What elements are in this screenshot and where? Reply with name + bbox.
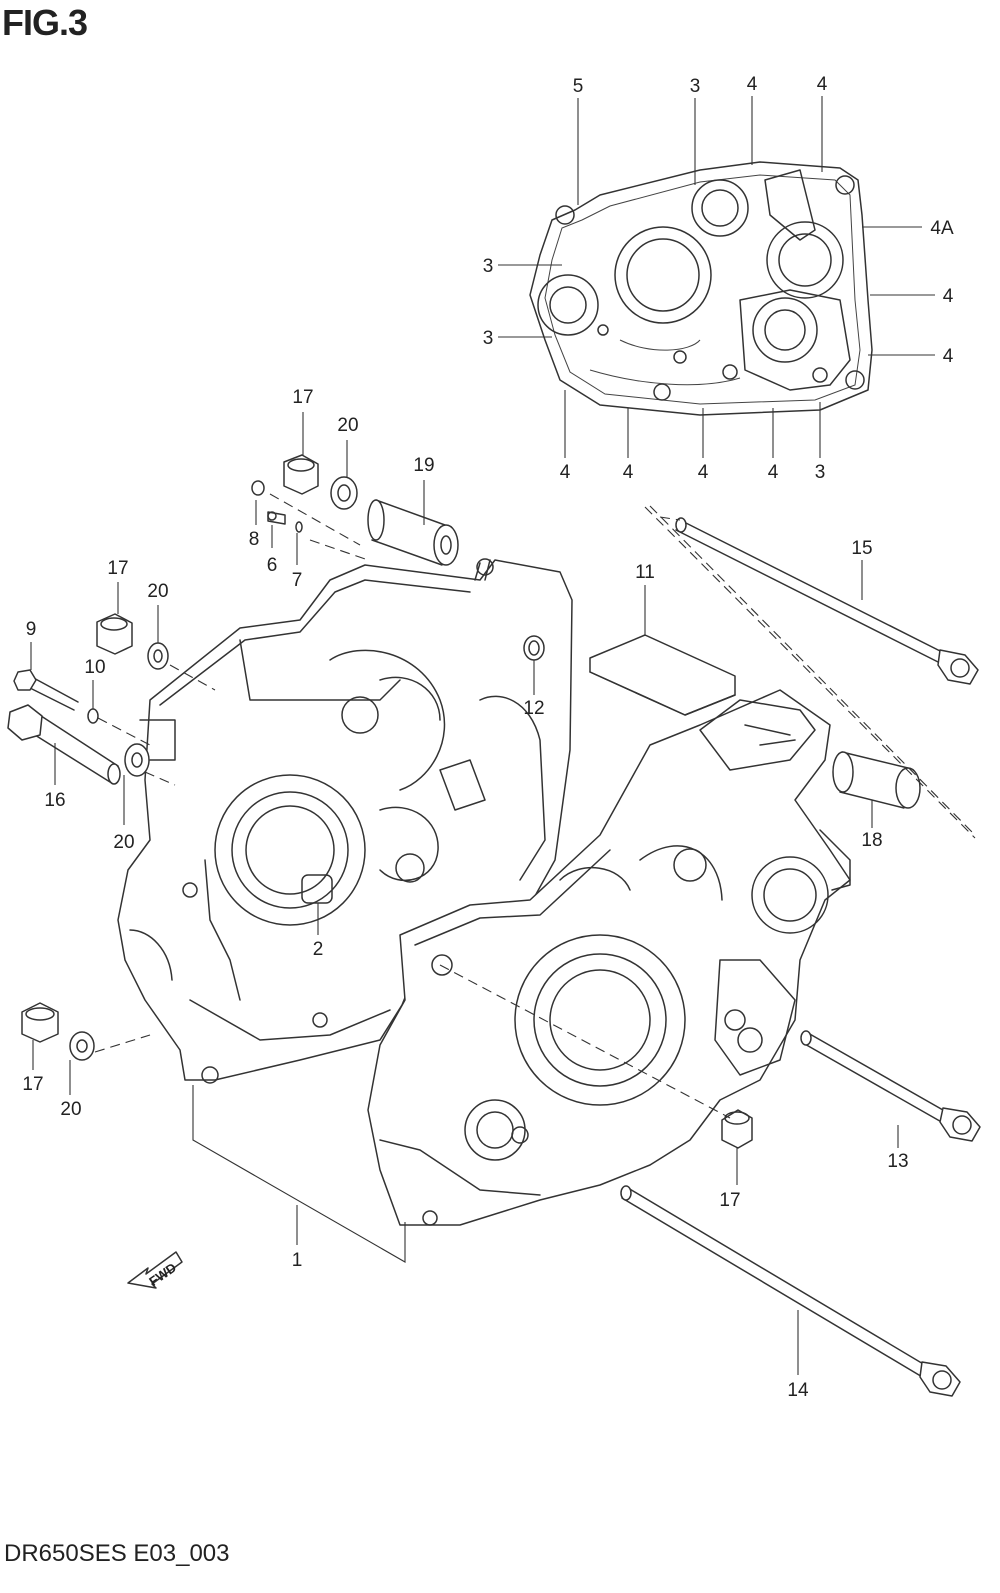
callout-10: 10	[84, 657, 105, 678]
washer-part-20-top	[330, 476, 358, 510]
washer-part-20-lower-left	[69, 1031, 95, 1061]
nut-part-17-lower-left	[21, 1002, 59, 1043]
callout-12: 12	[523, 698, 544, 719]
callout-4: 4	[747, 74, 758, 95]
callout-7: 7	[292, 570, 303, 591]
callout-5: 5	[573, 76, 584, 97]
figure-title: FIG.3	[2, 2, 88, 43]
callout-20: 20	[147, 581, 168, 602]
nut-part-17-top	[283, 454, 319, 495]
assembly-leaders	[30, 412, 976, 1375]
nut-part-17-right	[721, 1109, 753, 1149]
callout-4: 4	[560, 462, 571, 483]
bolt-part-13	[800, 1030, 981, 1142]
crankcase-mating-face	[529, 161, 873, 416]
callout-2: 2	[313, 939, 324, 960]
washer-part-10	[87, 708, 99, 724]
callout-19: 19	[413, 455, 434, 476]
bolt-part-9	[13, 669, 79, 711]
washer-part-20-left	[147, 642, 169, 670]
nut-part-17-left	[96, 613, 133, 655]
callout-3: 3	[483, 256, 494, 277]
callout-4: 4	[817, 74, 828, 95]
callout-17: 17	[107, 558, 128, 579]
right-crankcase-half	[367, 689, 851, 1226]
bolt-part-15	[675, 517, 979, 685]
callout-1: 1	[292, 1250, 303, 1271]
callout-20: 20	[60, 1099, 81, 1120]
stud-part-18	[832, 751, 921, 809]
callout-8: 8	[249, 529, 260, 550]
stud-part-19	[367, 499, 459, 566]
callout-20: 20	[113, 832, 134, 853]
callout-3: 3	[815, 462, 826, 483]
callout-3: 3	[483, 328, 494, 349]
callout-11: 11	[635, 562, 655, 583]
washer-part-20-mid	[124, 743, 150, 777]
callout-18: 18	[861, 830, 882, 851]
small-parts-8-6-7	[251, 480, 303, 533]
callout-14: 14	[787, 1380, 809, 1401]
callout-17: 17	[22, 1074, 43, 1095]
fwd-arrow: FWD	[127, 1251, 183, 1289]
callout-17: 17	[719, 1190, 740, 1211]
callout-4: 4	[698, 462, 709, 483]
callout-3: 3	[690, 76, 701, 97]
callout-20: 20	[337, 415, 358, 436]
callout-15: 15	[851, 538, 872, 559]
callout-4A: 4A	[930, 218, 954, 239]
callout-labels: 5 3 4 4 4A 3 4 3 4 4 4 4 4 3 17 20 19 8 …	[22, 74, 954, 1401]
mating-face-leaders	[498, 96, 935, 458]
callout-4: 4	[768, 462, 779, 483]
callout-4: 4	[943, 346, 954, 367]
callout-17: 17	[292, 387, 313, 408]
callout-16: 16	[44, 790, 65, 811]
plate-part-11	[589, 634, 736, 716]
callout-13: 13	[887, 1151, 908, 1172]
callout-4: 4	[943, 286, 954, 307]
bolt-part-16	[7, 704, 121, 785]
figure-code: DR650SES E03_003	[4, 1540, 230, 1567]
callout-6: 6	[267, 555, 278, 576]
oring-part-12	[523, 635, 545, 661]
callout-9: 9	[26, 619, 37, 640]
bolt-part-14	[620, 1185, 961, 1397]
callout-4: 4	[623, 462, 634, 483]
